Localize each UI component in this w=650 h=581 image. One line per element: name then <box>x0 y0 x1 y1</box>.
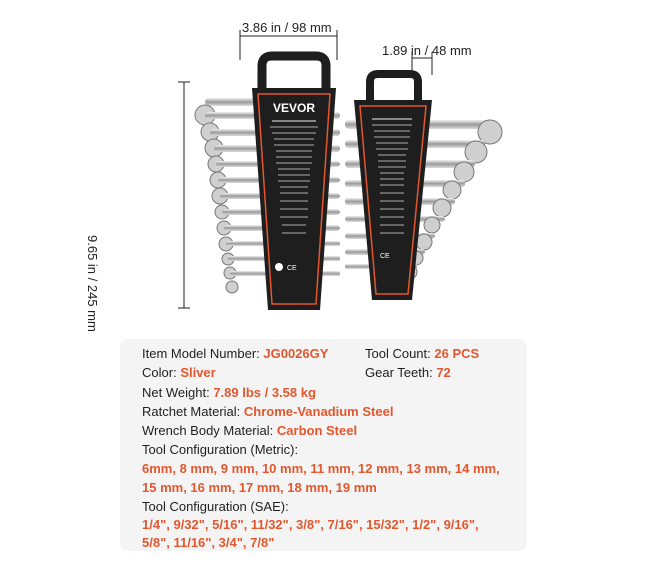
spec-sae-sizes-line1: 1/4", 9/32", 5/16", 11/32", 3/8", 7/16",… <box>142 517 479 532</box>
spec-value: Chrome-Vanadium Steel <box>243 404 394 419</box>
dimension-small-width-label: 1.89 in / 48 mm <box>382 43 472 58</box>
right-rack: CE <box>354 70 432 300</box>
spec-value: JG0026GY <box>263 346 329 361</box>
spec-item-model: Item Model Number: JG0026GY <box>142 346 328 362</box>
dimension-height-label: 9.65 in / 245 mm <box>85 235 100 332</box>
cert-mark-icon <box>275 263 283 271</box>
spec-sae-label: Tool Configuration (SAE): <box>142 499 289 514</box>
spec-label: Ratchet Material: <box>142 404 241 419</box>
spec-metric-sizes-line1: 6mm, 8 mm, 9 mm, 10 mm, 11 mm, 12 mm, 13… <box>142 461 500 476</box>
spec-label: Item Model Number: <box>142 346 260 361</box>
spec-value: 72 <box>436 365 451 380</box>
spec-body-material: Wrench Body Material: Carbon Steel <box>142 423 357 439</box>
wrench-rack-illustration: VEVOR CE <box>178 30 503 310</box>
dimension-lines <box>178 30 433 309</box>
spec-value: Sliver <box>180 365 216 380</box>
spec-net-weight: Net Weight: 7.89 lbs / 3.58 kg <box>142 385 316 401</box>
spec-label: Color: <box>142 365 177 380</box>
spec-ratchet-material: Ratchet Material: Chrome-Vanadium Steel <box>142 404 393 420</box>
left-rack: VEVOR CE <box>252 51 336 310</box>
rack-brand: VEVOR <box>273 101 315 115</box>
spec-value: 7.89 lbs / 3.58 kg <box>213 385 316 400</box>
spec-label: Net Weight: <box>142 385 210 400</box>
svg-text:CE: CE <box>380 253 390 260</box>
spec-value: Carbon Steel <box>276 423 358 438</box>
spec-label: Wrench Body Material: <box>142 423 274 438</box>
spec-label: Tool Count: <box>365 346 431 361</box>
spec-label: Gear Teeth: <box>365 365 433 380</box>
dimension-width-label: 3.86 in / 98 mm <box>242 20 332 35</box>
svg-text:CE: CE <box>287 265 297 272</box>
spec-value: 26 PCS <box>434 346 480 361</box>
spec-metric-label: Tool Configuration (Metric): <box>142 442 299 457</box>
spec-tool-count: Tool Count: 26 PCS <box>365 346 479 362</box>
spec-panel: Item Model Number: JG0026GY Tool Count: … <box>120 339 527 551</box>
spec-sae-sizes-line2: 5/8", 11/16", 3/4", 7/8" <box>142 535 275 550</box>
spec-metric-sizes-line2: 15 mm, 16 mm, 17 mm, 18 mm, 19 mm <box>142 480 377 495</box>
spec-color: Color: Sliver <box>142 365 216 381</box>
spec-gear-teeth: Gear Teeth: 72 <box>365 365 451 381</box>
